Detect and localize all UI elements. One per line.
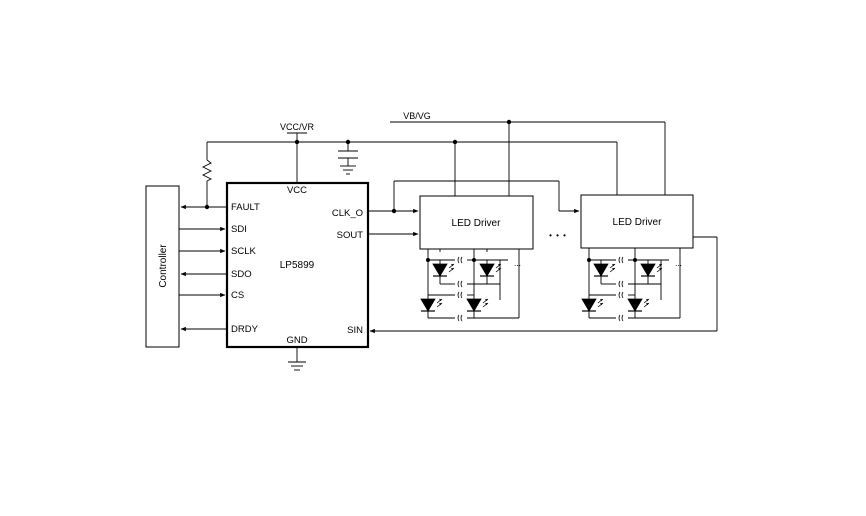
led-2-1 — [593, 259, 616, 281]
driver-2-label: LED Driver — [613, 217, 663, 228]
led-matrix-1: ⋯ — [420, 249, 521, 322]
pullup-resistor — [201, 142, 213, 210]
pin-sout: SOUT — [337, 230, 364, 241]
pin-sin: SIN — [347, 325, 363, 336]
led-1-3 — [420, 294, 443, 316]
pin-clk-o: CLK_O — [332, 208, 363, 219]
driver-1-label: LED Driver — [452, 218, 502, 229]
led-1-4 — [466, 294, 489, 316]
led-2-3 — [581, 294, 604, 316]
led-2-2 — [640, 259, 663, 281]
pin-drdy: DRDY — [231, 324, 259, 335]
led-1-1 — [432, 259, 455, 281]
pin-vcc: VCC — [287, 185, 307, 196]
vled-label: VB/VG — [403, 111, 431, 121]
matrix-1-dots: ⋯ — [514, 263, 521, 270]
pin-sclk: SCLK — [231, 246, 256, 257]
controller-block: Controller — [145, 185, 180, 348]
vled-rail: VB/VG — [390, 111, 666, 196]
led-matrix-2: ⋯ — [581, 248, 682, 322]
pin-fault: FAULT — [231, 202, 260, 213]
ic-name: LP5899 — [280, 260, 315, 271]
pin-gnd: GND — [286, 335, 307, 346]
lp5899-block: LP5899 VCC GND FAULT SDI SCLK SDO CS DRD… — [225, 181, 370, 349]
ellipsis: • • • — [549, 231, 567, 240]
led-1-2 — [479, 259, 502, 281]
led-2-4 — [627, 294, 650, 316]
controller-label: Controller — [158, 244, 169, 288]
pin-sdi: SDI — [231, 224, 247, 235]
decoupling-capacitor — [338, 142, 358, 175]
led-driver-2: LED Driver — [580, 194, 694, 249]
ground-symbol — [288, 347, 306, 371]
led-driver-1: LED Driver — [419, 195, 534, 250]
controller-signals — [179, 204, 227, 332]
pin-sdo: SDO — [231, 269, 252, 280]
data-clock-chain — [368, 180, 718, 334]
vcc-rail: VCC/VR — [201, 122, 618, 210]
matrix-2-dots: ⋯ — [675, 263, 682, 270]
pin-cs: CS — [231, 290, 244, 301]
vcc-vr-label: VCC/VR — [280, 122, 315, 132]
